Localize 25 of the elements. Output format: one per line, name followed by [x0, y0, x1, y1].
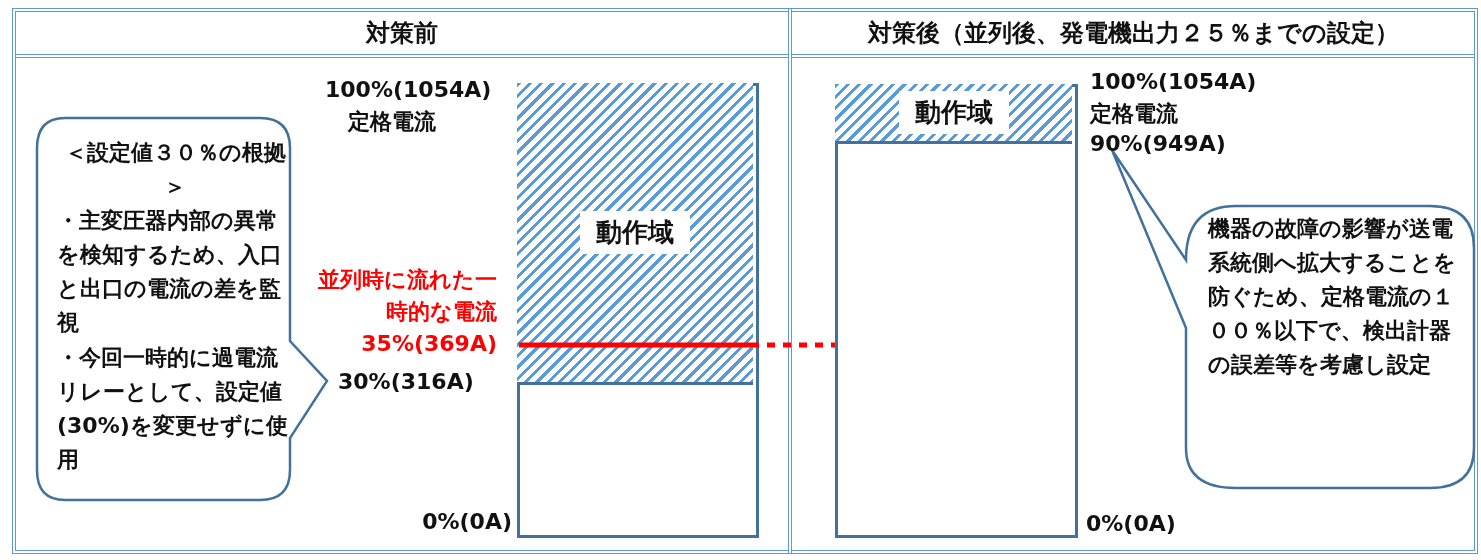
region-label: 動作域: [580, 211, 690, 254]
scale-label: 定格電流: [1090, 100, 1178, 128]
scale-label: 100%(1054A): [325, 76, 492, 104]
current-note: 35%(369A): [361, 330, 497, 358]
scale-label: 30%(316A): [338, 368, 474, 396]
gauge-bar: [517, 83, 759, 538]
callout-text: ・主変圧器内部の異常を検知するため、入口と出口の電流の差を監視: [57, 207, 283, 338]
operating-region: [835, 84, 1072, 144]
table-column: [788, 8, 1478, 554]
column-heading: 対策前: [366, 18, 438, 49]
scale-label: 100%(1054A): [1090, 68, 1257, 96]
gauge-bar: [835, 84, 1078, 538]
callout-heading: ＜設定値３０％の根拠＞: [63, 139, 287, 202]
callout-text: 機器の故障の影響が送電系統側へ拡大することを防ぐため、定格電流の１００％以下で、検出計器の誤差等を考慮し設定: [1208, 215, 1457, 380]
scale-label: 定格電流: [348, 108, 436, 136]
callout-text: ・今回一時的に過電流リレーとして、設定値(30%)を変更せずに使用: [57, 343, 289, 474]
scale-label: 0%(0A): [1086, 510, 1176, 538]
operating-region: [517, 83, 753, 385]
current-level-line: [519, 342, 835, 348]
current-note: 並列時に流れた一時的な電流: [317, 266, 497, 326]
region-label: 動作域: [898, 91, 1009, 134]
table-column: [12, 8, 792, 554]
column-heading: 対策後（並列後、発電機出力２５％までの設定）: [867, 18, 1399, 49]
scale-label: 0%(0A): [422, 508, 512, 536]
scale-label: 90%(949A): [1090, 130, 1226, 158]
